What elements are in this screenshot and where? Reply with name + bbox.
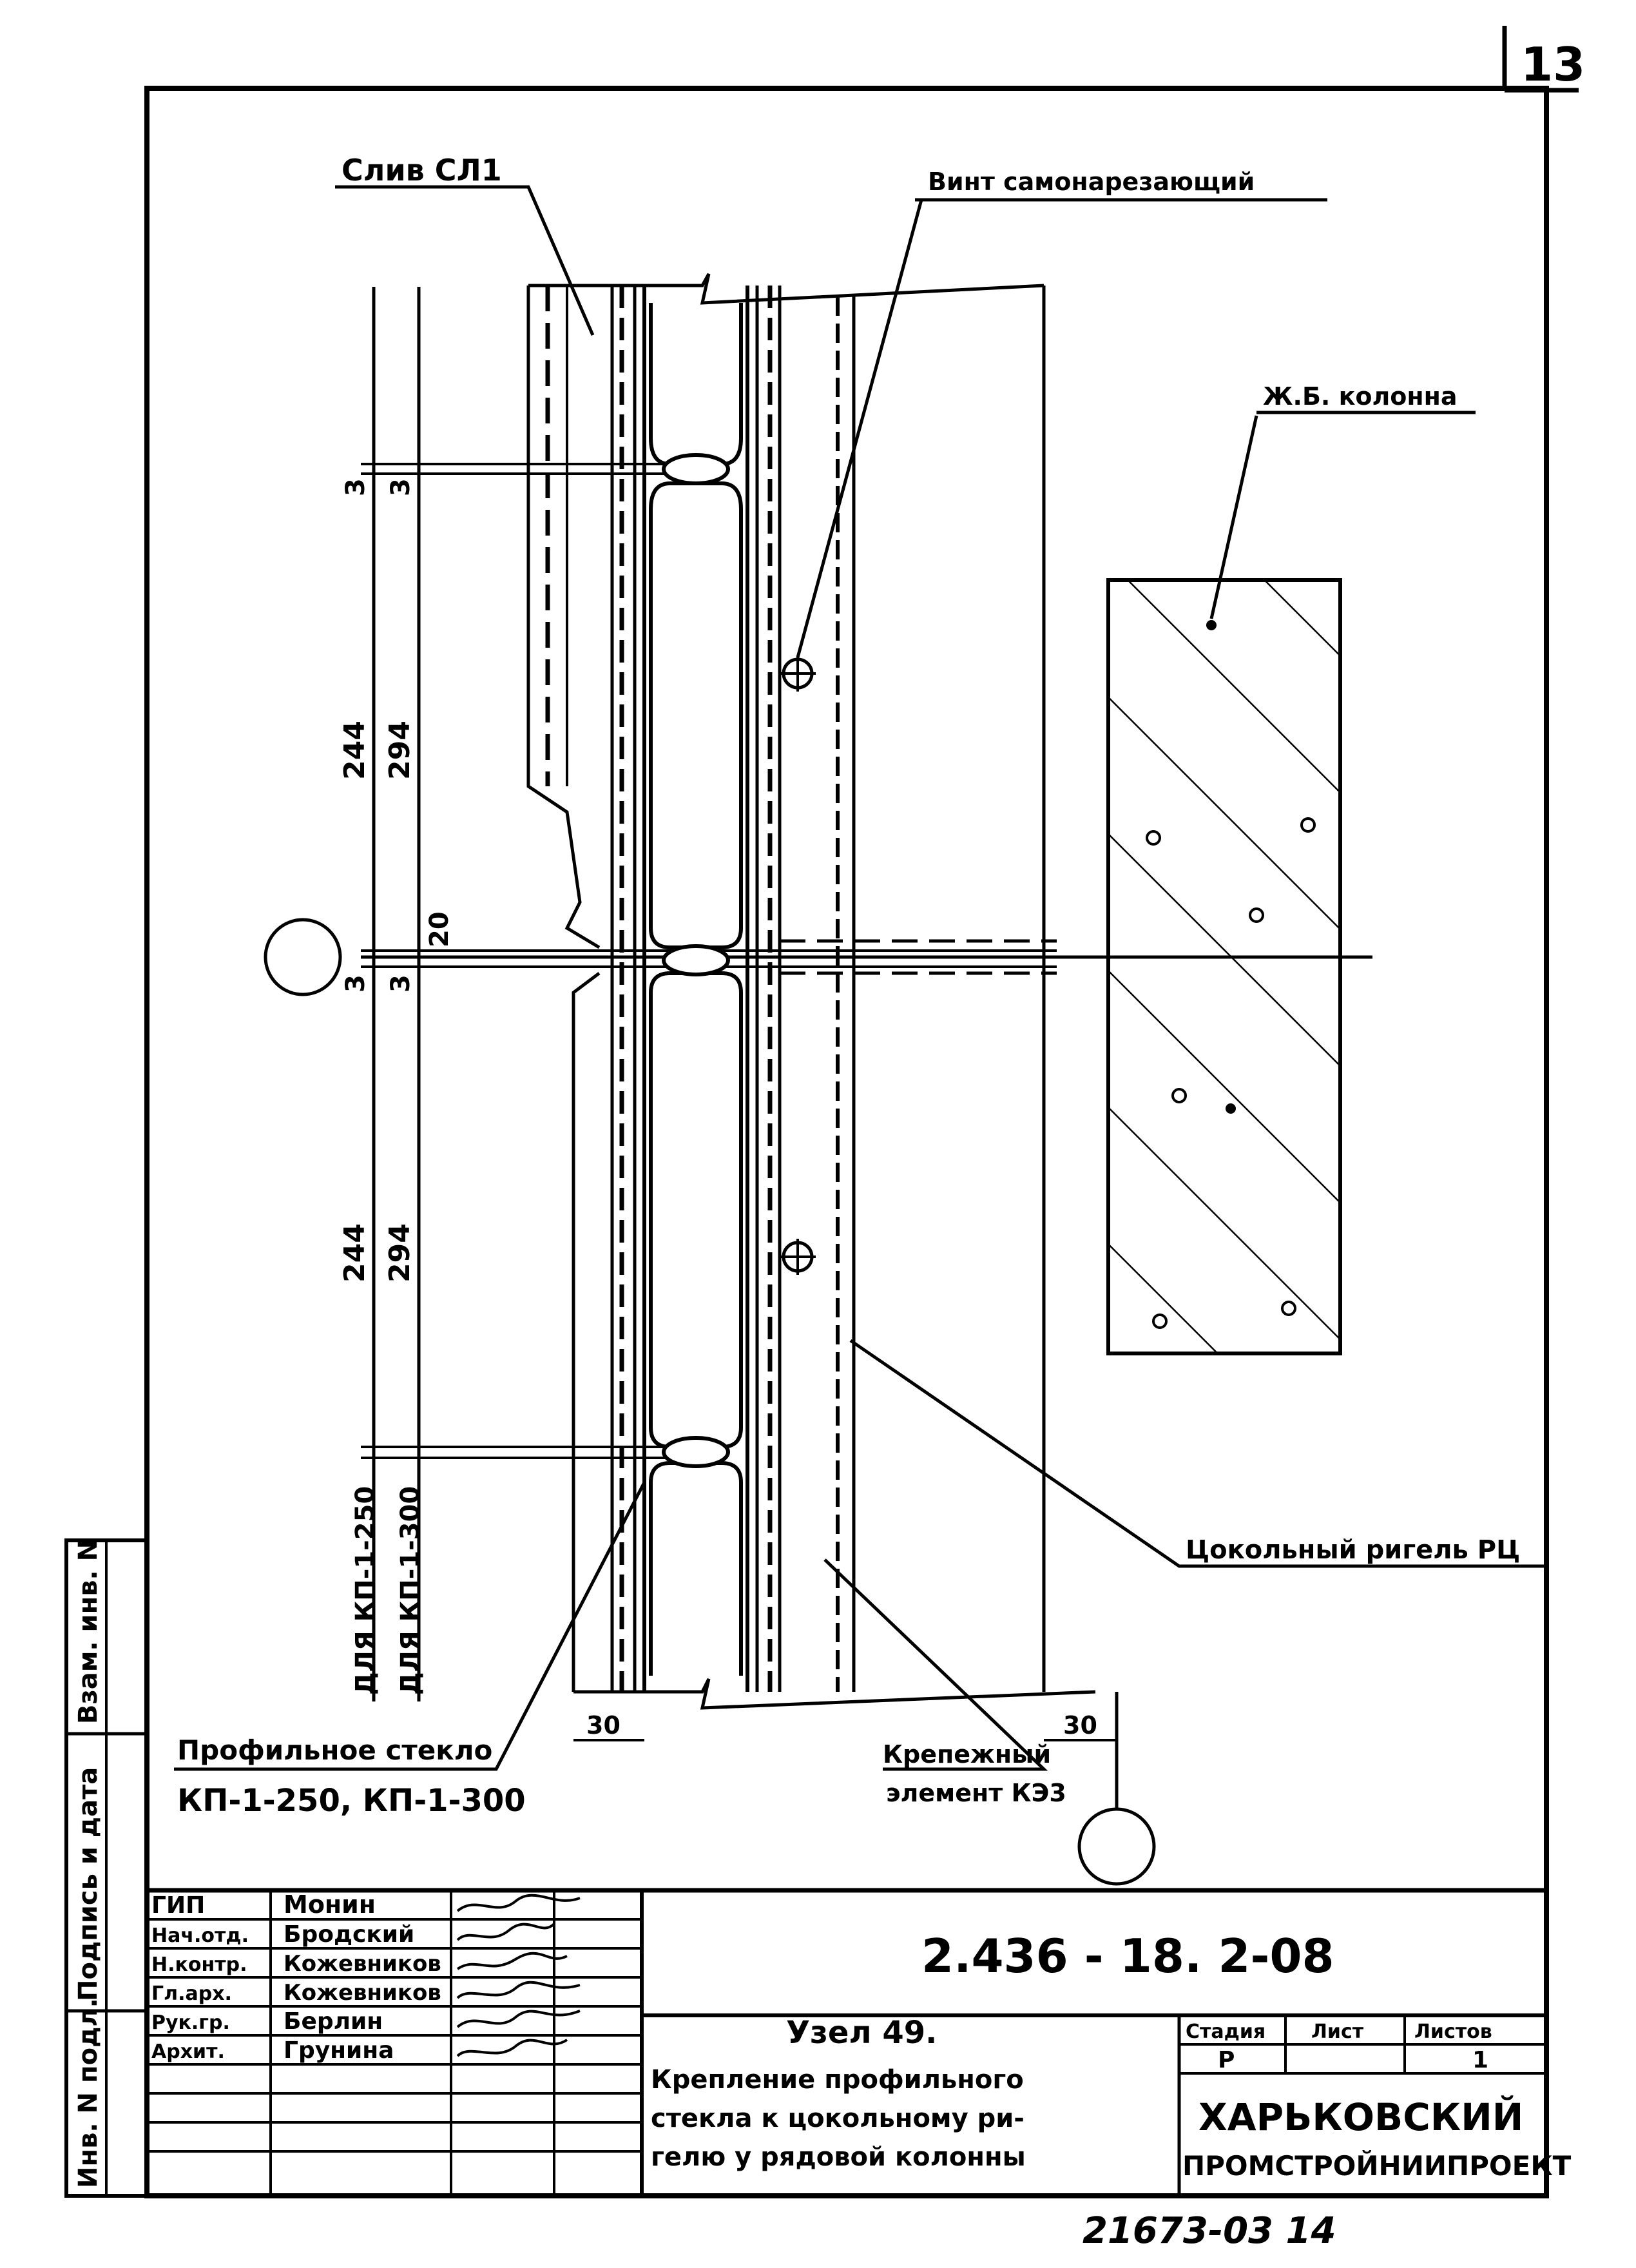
name-5: Грунина: [284, 2037, 394, 2064]
name-2: Кожевников: [284, 1951, 441, 1977]
stage-value: Р: [1218, 2047, 1235, 2073]
label-screw: Винт самонарезающий: [928, 168, 1255, 196]
role-4: Рук.гр.: [151, 2011, 230, 2034]
title-block: ГИП Монин Нач.отд. Бродский Н.контр. Кож…: [144, 1888, 1572, 2198]
label-fastener-2: элемент КЭ3: [886, 1779, 1066, 1807]
screw-symbol: [780, 655, 816, 1275]
dim-for-kp250: ДЛЯ КП-1-250: [351, 1486, 380, 1695]
org-line-2: ПРОМСТРОЙНИИПРОЕКТ: [1182, 2149, 1572, 2182]
dim-294-a: 294: [383, 721, 416, 780]
role-1: Нач.отд.: [151, 1924, 249, 1947]
name-0: Монин: [284, 1890, 376, 1919]
label-fastener-1: Крепежный: [883, 1740, 1051, 1769]
label-column: Ж.Б. колонна: [1263, 382, 1458, 411]
dim-244-b: 244: [338, 1223, 371, 1283]
drip-plate: [526, 286, 601, 1692]
leader-lines: [174, 185, 1546, 1771]
stage-header: Стадия: [1186, 2021, 1265, 2043]
node-title: Узел 49.: [786, 2015, 937, 2051]
axis-marker-left: [264, 918, 342, 996]
dim-3-a: 3: [341, 478, 371, 496]
dim-3-b: 3: [386, 478, 416, 496]
sheets-header: Листов: [1414, 2021, 1492, 2043]
name-1: Бродский: [284, 1921, 414, 1948]
signatures: [456, 1894, 581, 2057]
dim-294-b: 294: [383, 1223, 416, 1283]
dim-244-a: 244: [338, 721, 371, 780]
label-glass-1: Профильное стекло: [177, 1734, 492, 1766]
desc-line-1: Крепление профильного: [651, 2065, 1024, 2095]
dim-3-c: 3: [341, 974, 371, 993]
label-drip: Слив СЛ1: [342, 153, 502, 188]
dim-for-kp300: ДЛЯ КП-1-300: [396, 1486, 425, 1695]
label-glass-2: КП-1-250, КП-1-300: [177, 1783, 526, 1819]
label-girder: Цокольный ригель РЦ: [1186, 1535, 1520, 1565]
role-0: ГИП: [151, 1892, 205, 1919]
org-line-1: ХАРЬКОВСКИЙ: [1198, 2095, 1523, 2139]
role-2: Н.контр.: [151, 1953, 247, 1976]
role-5: Архит.: [151, 2040, 225, 2063]
stamp-inv-podl: Инв. N подл.: [73, 1998, 103, 2188]
side-stamp: Инв. N подл. Подпись и дата Взам. инв. N: [64, 1538, 149, 2198]
stamp-vzam-inv: Взам. инв. N: [73, 1540, 103, 1724]
sheet-header: Лист: [1311, 2021, 1364, 2043]
girder-section: [780, 286, 1057, 1692]
sheet-number-box: 13: [1502, 26, 1585, 93]
sheet-number: 13: [1521, 37, 1585, 92]
desc-line-2: стекла к цокольному ри-: [651, 2104, 1025, 2133]
sheets-value: 1: [1472, 2047, 1488, 2073]
dim-30-left: 30: [586, 1711, 621, 1740]
dim-3-d: 3: [386, 974, 416, 993]
glass-profiles: [610, 286, 782, 1692]
dim-20: 20: [425, 911, 454, 947]
axis-marker-bottom: [1077, 1807, 1156, 1886]
desc-line-3: гелю у рядовой колонны: [651, 2142, 1026, 2172]
drawing-code: 2.436 - 18. 2-08: [921, 1929, 1334, 1983]
role-3: Гл.арх.: [151, 1982, 232, 2005]
bottom-archive-number: 21673-03 14: [1083, 2210, 1336, 2252]
name-4: Берлин: [284, 2008, 383, 2035]
concrete-column: [1106, 578, 1342, 1355]
name-3: Кожевников: [284, 1980, 441, 2006]
stamp-podpis-data: Подпись и дата: [73, 1767, 103, 2001]
node-drawing: Слив СЛ1 Винт самонарезающий Ж.Б. колонн…: [174, 153, 1546, 1886]
dim-30-right: 30: [1063, 1711, 1097, 1740]
